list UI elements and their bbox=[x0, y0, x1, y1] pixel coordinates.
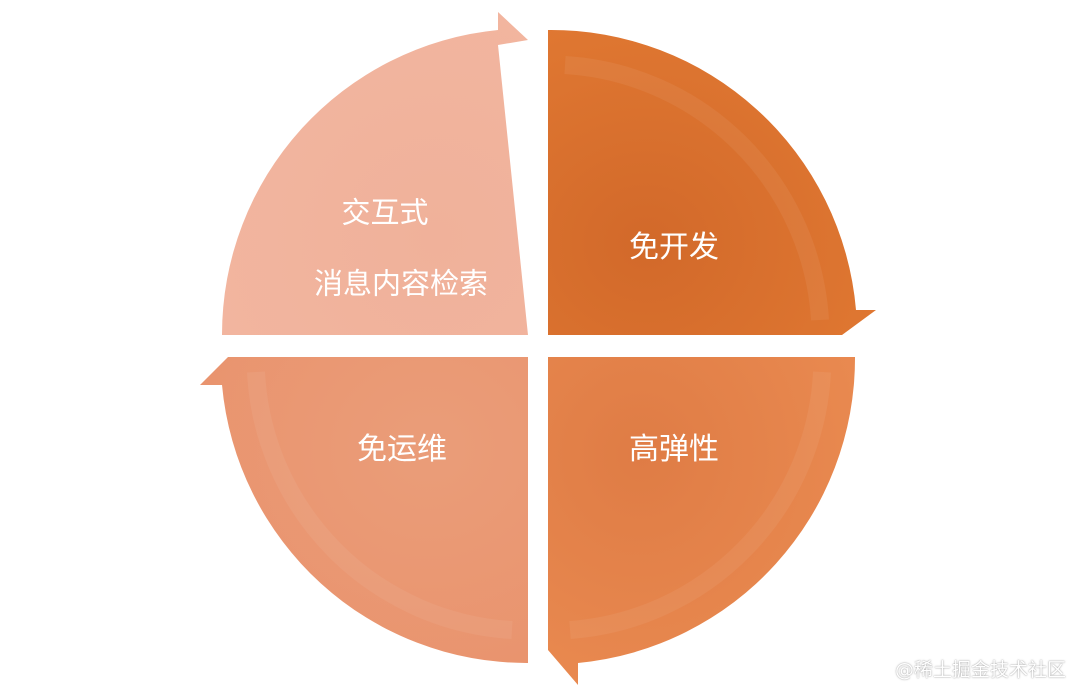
label-interactive: 交互式 bbox=[341, 195, 429, 230]
sheen-top-right bbox=[564, 56, 829, 321]
label-high-elasticity: 高弹性 bbox=[629, 432, 719, 467]
label-no-ops: 免运维 bbox=[357, 432, 447, 467]
quadrant-top-right bbox=[548, 29, 876, 335]
sheen-bottom-left bbox=[247, 371, 513, 639]
quadrant-bottom-right bbox=[548, 357, 856, 685]
sheen-bottom-right bbox=[569, 371, 831, 639]
quadrant-bottom-left bbox=[200, 357, 528, 664]
label-no-development: 免开发 bbox=[629, 230, 719, 265]
watermark: @稀土掘金技术社区 bbox=[894, 659, 1066, 681]
label-message-content-search: 消息内容检索 bbox=[313, 266, 489, 301]
quadrant-top-left bbox=[221, 12, 528, 335]
